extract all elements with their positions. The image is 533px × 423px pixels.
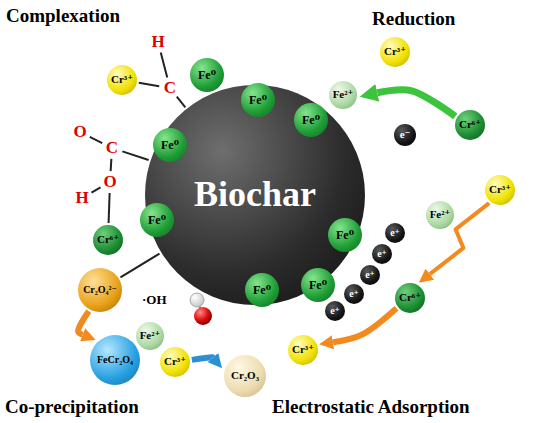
node-text: H — [75, 189, 88, 207]
node-text: Fe⁰ — [309, 279, 327, 292]
node-text: Cr³⁺ — [292, 344, 314, 356]
node-text: H — [151, 33, 164, 51]
mechanism-title: Reduction — [372, 8, 455, 30]
mechanism-title: Electrostatic Adsorption — [272, 396, 470, 418]
iron-particle: Fe⁰ — [294, 103, 328, 137]
ferrous-ion: Fe²⁺ — [426, 201, 455, 230]
node-text: e⁺ — [349, 289, 359, 300]
positive-charge: e⁺ — [372, 244, 392, 264]
chromium-iii-ion: Cr³⁺ — [288, 335, 318, 365]
node-text: Fe²⁺ — [430, 209, 451, 221]
bond-line — [120, 254, 159, 278]
atom-symbol: H — [72, 188, 92, 208]
bond-line — [139, 83, 159, 86]
node-text: e⁺ — [365, 270, 375, 281]
node-text: Cr³⁺ — [164, 356, 186, 368]
mechanism-title: Co-precipitation — [5, 396, 139, 418]
node-text: Fe⁰ — [302, 114, 320, 127]
atom-symbol: O — [70, 122, 90, 142]
node-text: O — [73, 123, 86, 141]
chromite-precipitate: FeCr₂O₄ — [90, 335, 140, 385]
chromium-iii-ion: Cr³⁺ — [380, 37, 410, 67]
precipitation-arrow — [78, 311, 89, 335]
node-text: Fe²⁺ — [333, 89, 354, 101]
node-text: Fe⁰ — [161, 139, 179, 152]
atom-symbol: H — [148, 32, 168, 52]
node-text: e⁺ — [390, 228, 400, 239]
node-text: Cr⁶⁺ — [459, 119, 481, 131]
chromate-ion: Cr₂O₄²⁻ — [78, 268, 122, 312]
hydrogen-atom — [190, 293, 204, 307]
iron-particle: Fe⁰ — [328, 218, 362, 252]
node-text: C — [106, 139, 118, 157]
node-text: Fe⁰ — [249, 94, 267, 107]
node-text: e⁻ — [400, 129, 411, 141]
node-text: Cr³⁺ — [384, 46, 406, 58]
node-text: Fe⁰ — [253, 284, 271, 297]
node-text: e⁺ — [330, 306, 340, 317]
bond-line — [122, 151, 148, 160]
chromium-iii-ion: Cr³⁺ — [107, 65, 137, 95]
biochar-sphere: BiocharFe⁰Fe⁰Fe⁰Fe⁰Fe⁰Fe⁰Fe⁰Fe⁰ — [145, 85, 365, 305]
chromium-vi-ion: Cr⁶⁺ — [93, 225, 123, 255]
mechanism-title: Complexation — [6, 5, 120, 27]
node-text: Cr³⁺ — [111, 74, 133, 86]
bond-line — [109, 193, 110, 223]
radical-label: ·OH — [142, 292, 167, 308]
iron-particle: Fe⁰ — [245, 273, 279, 307]
ferrous-ion: Fe²⁺ — [136, 322, 165, 351]
oxidation-arrow — [192, 357, 213, 360]
node-text: Cr₂O₃ — [231, 370, 259, 382]
chromium-vi-ion: Cr⁶⁺ — [455, 110, 485, 140]
iron-particle: Fe⁰ — [140, 203, 174, 237]
chromium-oxide-precipitate: Cr₂O₃ — [224, 355, 266, 397]
node-text: Biochar — [194, 176, 316, 214]
iron-particle: Fe⁰ — [241, 83, 275, 117]
bond-line — [90, 137, 102, 143]
positive-charge: e⁺ — [385, 223, 405, 243]
chromium-iii-ion: Cr³⁺ — [485, 175, 515, 205]
positive-charge: e⁺ — [325, 301, 345, 321]
oxygen-atom — [194, 307, 212, 325]
node-text: Cr⁶⁺ — [399, 292, 421, 304]
node-text: FeCr₂O₄ — [97, 355, 133, 366]
iron-particle: Fe⁰ — [190, 58, 224, 92]
positive-charge: e⁺ — [344, 284, 364, 304]
node-text: Cr³⁺ — [489, 184, 511, 196]
atom-symbol: C — [102, 138, 122, 158]
reduction-arrow — [377, 90, 455, 117]
node-text: Fe⁰ — [336, 229, 354, 242]
node-text: Cr₂O₄²⁻ — [83, 285, 117, 296]
atom-symbol: O — [100, 172, 120, 192]
node-text: Fe²⁺ — [140, 330, 161, 342]
atom-symbol: C — [160, 78, 180, 98]
positive-charge: e⁺ — [360, 265, 380, 285]
bond-line — [161, 53, 167, 78]
node-text: O — [103, 173, 116, 191]
bond-line — [110, 159, 113, 171]
bond-line — [91, 187, 100, 192]
bond-line — [177, 97, 186, 108]
iron-particle: Fe⁰ — [301, 268, 335, 302]
attraction-arrow — [430, 203, 489, 274]
node-text: Fe⁰ — [148, 214, 166, 227]
node-text: e⁺ — [377, 249, 387, 260]
chromium-vi-ion: Cr⁶⁺ — [395, 283, 425, 313]
node-text: Fe⁰ — [198, 69, 216, 82]
iron-particle: Fe⁰ — [153, 128, 187, 162]
node-text: C — [164, 79, 176, 97]
ferrous-ion: Fe²⁺ — [329, 81, 358, 110]
electron: e⁻ — [394, 124, 416, 146]
chromium-iii-ion: Cr³⁺ — [160, 347, 190, 377]
node-text: Cr⁶⁺ — [97, 234, 119, 246]
